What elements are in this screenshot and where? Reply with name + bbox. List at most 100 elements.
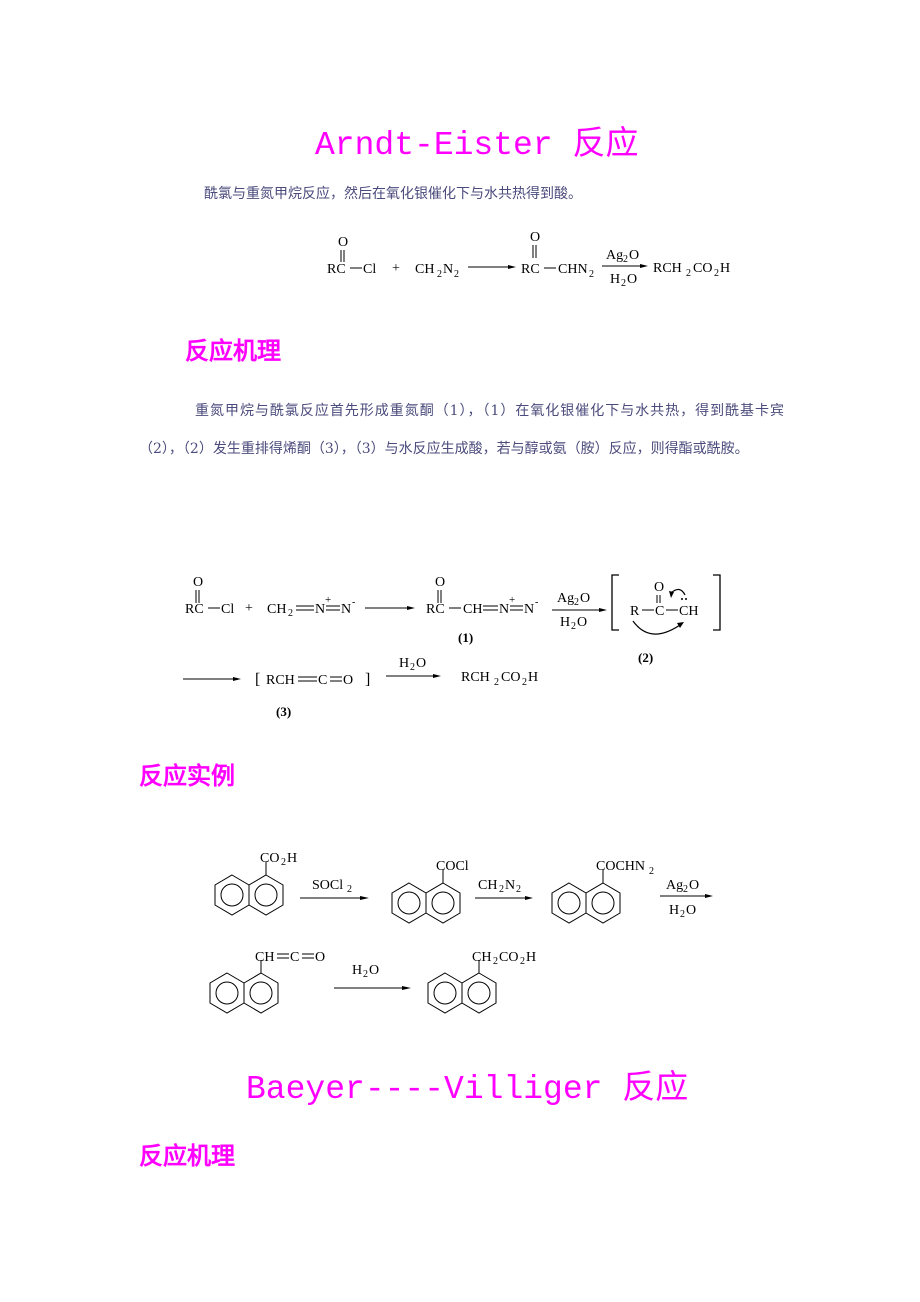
svg-text:N: N <box>315 602 325 617</box>
svg-text:H: H <box>399 656 409 671</box>
svg-text:CH: CH <box>478 878 497 893</box>
svg-text:O: O <box>627 272 637 287</box>
svg-text:O: O <box>689 878 699 893</box>
arndt-intro-text: 酰氯与重氮甲烷反应，然后在氧化银催化下与水共热得到酸。 <box>204 186 582 202</box>
svg-text:O: O <box>530 230 540 245</box>
svg-text:Cl: Cl <box>363 262 376 277</box>
svg-text:+: + <box>245 601 253 616</box>
svg-text:CH: CH <box>255 950 274 965</box>
svg-text:H: H <box>528 670 538 685</box>
svg-text:CH: CH <box>415 262 434 277</box>
svg-text:2: 2 <box>680 909 685 920</box>
svg-text:2: 2 <box>714 268 719 279</box>
svg-text:Ag: Ag <box>557 591 574 606</box>
mechanism-paragraph: 重氮甲烷与酰氯反应首先形成重氮酮（1），（1）在氧化银催化下与水共热，得到酰基卡… <box>139 403 784 457</box>
svg-text:COCHN: COCHN <box>596 859 645 874</box>
svg-text:RCH: RCH <box>266 673 295 688</box>
mechanism-scheme: O RC Cl + CH 2 N + N - O RC CH N + N - (… <box>183 574 721 719</box>
svg-text:O: O <box>193 575 203 590</box>
svg-text:CO: CO <box>501 670 520 685</box>
example-scheme: CO 2 H SOCl 2 COCl CH 2 N 2 COCHN 2 Ag 2… <box>209 851 713 1014</box>
svg-text:O: O <box>343 673 353 688</box>
svg-text:2: 2 <box>522 677 527 688</box>
svg-text:RC: RC <box>426 602 445 617</box>
svg-text:2: 2 <box>493 956 498 967</box>
svg-text:2: 2 <box>574 597 579 608</box>
svg-text:2: 2 <box>683 884 688 895</box>
svg-text:Ag: Ag <box>666 878 683 893</box>
svg-text:-: - <box>535 597 538 608</box>
svg-text:N: N <box>499 602 509 617</box>
svg-text:H: H <box>526 950 536 965</box>
svg-text:2: 2 <box>347 884 352 895</box>
mechanism-heading: 反应机理 <box>185 337 281 365</box>
svg-text:CHN: CHN <box>558 262 588 277</box>
svg-text:-: - <box>352 597 355 608</box>
svg-text:N: N <box>524 602 534 617</box>
svg-text:O: O <box>654 580 664 595</box>
svg-text:CH: CH <box>679 604 698 619</box>
svg-text:CO: CO <box>693 261 712 276</box>
svg-text:H: H <box>560 615 570 630</box>
svg-text:2: 2 <box>520 956 525 967</box>
svg-text:H: H <box>352 963 362 978</box>
svg-text:RC: RC <box>327 262 346 277</box>
svg-text:2: 2 <box>621 278 626 289</box>
svg-text:2: 2 <box>623 254 628 265</box>
svg-text:2: 2 <box>686 268 691 279</box>
svg-text:[: [ <box>255 671 260 688</box>
svg-text:C: C <box>318 673 327 688</box>
svg-text:2: 2 <box>437 269 442 280</box>
svg-text:O: O <box>580 591 590 606</box>
svg-text:N: N <box>505 878 515 893</box>
svg-text:O: O <box>315 950 325 965</box>
svg-text:2: 2 <box>589 269 594 280</box>
svg-text:2: 2 <box>494 677 499 688</box>
svg-text:O: O <box>686 903 696 918</box>
compound-label-2: (2) <box>638 650 653 665</box>
svg-text:N: N <box>443 262 453 277</box>
svg-text:O: O <box>629 248 639 263</box>
svg-text:2: 2 <box>649 866 654 877</box>
arndt-eister-title: Arndt-Eister 反应 <box>315 127 639 164</box>
svg-text:O: O <box>577 615 587 630</box>
svg-text:]: ] <box>365 671 370 688</box>
svg-text:H: H <box>669 903 679 918</box>
svg-text:O: O <box>416 656 426 671</box>
svg-text:H: H <box>287 851 297 866</box>
svg-text:2: 2 <box>454 269 459 280</box>
compound-label-3: (3) <box>276 704 291 719</box>
overall-equation-scheme: O RC Cl + CH 2 N 2 O RC CHN 2 Ag 2 O H 2… <box>327 230 730 289</box>
svg-text:RCH: RCH <box>653 261 682 276</box>
svg-text:N: N <box>341 602 351 617</box>
svg-text:SOCl: SOCl <box>312 878 343 893</box>
example-heading: 反应实例 <box>139 762 235 790</box>
svg-text:CH: CH <box>472 950 491 965</box>
svg-text:2: 2 <box>499 884 504 895</box>
svg-text:CH: CH <box>267 602 286 617</box>
svg-text:RCH: RCH <box>461 670 490 685</box>
svg-text:O: O <box>338 235 348 250</box>
svg-text:2: 2 <box>410 662 415 673</box>
svg-text:+: + <box>392 261 400 276</box>
svg-text:2: 2 <box>281 857 286 868</box>
svg-text:CH: CH <box>463 602 482 617</box>
svg-text:CO: CO <box>260 851 279 866</box>
svg-text:Cl: Cl <box>221 602 234 617</box>
svg-text:C: C <box>290 950 299 965</box>
svg-text:R: R <box>630 604 640 619</box>
baeyer-mechanism-heading: 反应机理 <box>139 1142 235 1170</box>
svg-text:C: C <box>655 604 664 619</box>
svg-text:COCl: COCl <box>436 859 469 874</box>
svg-text:H: H <box>720 261 730 276</box>
svg-text:O: O <box>369 963 379 978</box>
svg-text:Ag: Ag <box>606 248 623 263</box>
svg-text:RC: RC <box>521 262 540 277</box>
svg-text:2: 2 <box>516 884 521 895</box>
svg-text:2: 2 <box>571 621 576 632</box>
svg-text:CO: CO <box>499 950 518 965</box>
svg-text:+: + <box>509 594 515 606</box>
compound-label-1: (1) <box>458 630 473 645</box>
baeyer-villiger-title: Baeyer----Villiger 反应 <box>246 1071 689 1108</box>
svg-text:RC: RC <box>185 602 204 617</box>
